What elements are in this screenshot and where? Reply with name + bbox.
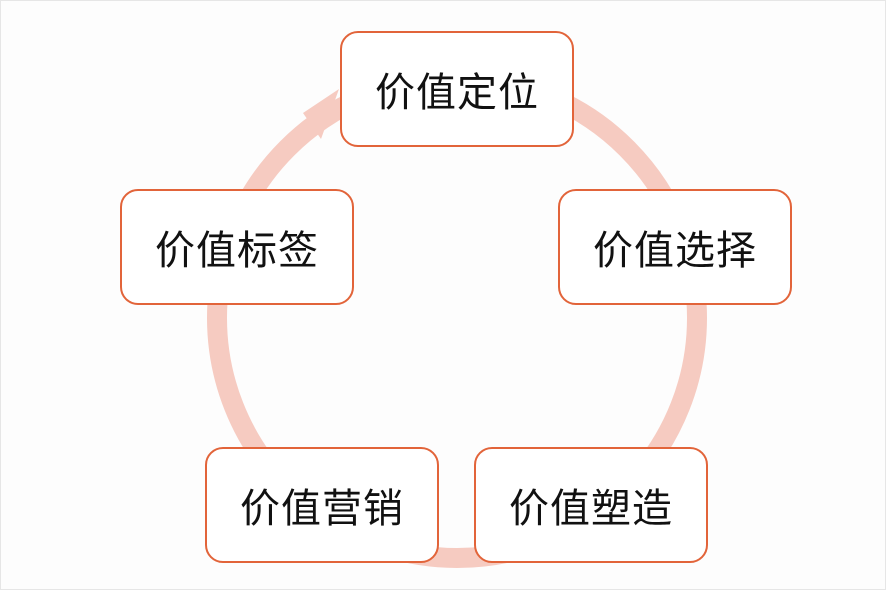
node-label: 价值标签 [155,228,319,274]
node-value-marketing: 价值营销 [205,447,439,563]
node-value-positioning: 价值定位 [340,31,574,147]
node-value-shaping: 价值塑造 [474,447,708,563]
node-label: 价值选择 [593,228,757,274]
node-value-selection: 价值选择 [558,189,792,305]
node-label: 价值营销 [240,486,404,532]
node-value-label: 价值标签 [120,189,354,305]
cycle-arrowhead-icon [303,89,339,139]
node-label: 价值塑造 [509,486,673,532]
node-label: 价值定位 [375,70,539,116]
